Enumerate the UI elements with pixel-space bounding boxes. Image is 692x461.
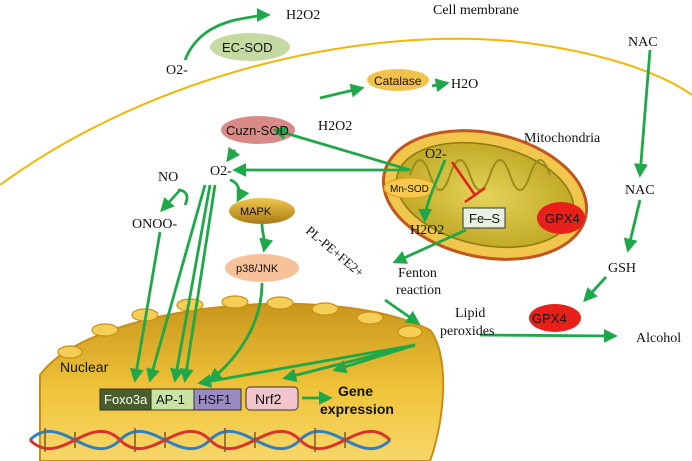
gene-label-2: expression <box>320 401 394 417</box>
ec-sod-label: EC-SOD <box>222 40 273 55</box>
h2o2-top-label: H2O2 <box>286 8 320 23</box>
nac-top-label: NAC <box>628 35 658 50</box>
o2-center-label: O2- <box>210 164 232 179</box>
mitochondria-label: Mitochondria <box>524 131 601 146</box>
fe-s-box <box>462 207 506 229</box>
pl-pe-label: PL-PE+FE2+ <box>303 223 367 280</box>
hsf1-label: HSF1 <box>198 392 231 407</box>
h2o-label: H2O <box>451 77 478 92</box>
nucleus <box>39 295 445 461</box>
mapk-label: MAPK <box>240 206 272 218</box>
no-label: NO <box>158 170 178 185</box>
gpx4-right-shape <box>529 304 581 332</box>
fenton-label-1: Fenton <box>398 266 437 281</box>
ap1-label: AP-1 <box>156 392 185 407</box>
gene-label-1: Gene <box>338 383 373 399</box>
h2o2-mid-label: H2O2 <box>318 119 352 134</box>
pathway-arrows <box>129 8 652 405</box>
gpx4-mito-shape <box>537 202 585 234</box>
labels: Cell membrane H2O2 EC-SOD O2- Catalase H… <box>60 3 681 417</box>
fenton-label-2: reaction <box>396 283 441 298</box>
mn-sod-shape <box>383 177 437 199</box>
gpx4-mito-label: GPX4 <box>545 211 580 226</box>
nrf2-box <box>245 386 299 411</box>
gpx4-right-label: GPX4 <box>532 311 567 326</box>
nrf2-label: Nrf2 <box>255 391 282 407</box>
p38-jnk-label: p38/JNK <box>236 263 279 275</box>
hsf1-box <box>193 388 242 411</box>
mn-sod-label: Mn-SOD <box>390 184 429 195</box>
o2-top-label: O2- <box>166 63 188 78</box>
mapk-shape <box>229 198 295 224</box>
cell-membrane-label: Cell membrane <box>433 3 519 18</box>
h2o2-mito-label: H2O2 <box>410 223 444 238</box>
o2-mito-label: O2- <box>425 147 447 162</box>
onoo-label: ONOO- <box>132 217 177 232</box>
catalase-shape <box>367 69 429 91</box>
cuzn-sod-label: Cuzn-SOD <box>226 123 289 138</box>
ec-sod-shape <box>210 33 290 61</box>
gsh-label: GSH <box>608 261 636 276</box>
catalase-label: Catalase <box>374 74 422 88</box>
inhibition-line <box>450 161 486 204</box>
nuclear-label: Nuclear <box>60 359 109 375</box>
p38-jnk-shape <box>225 254 299 282</box>
lipid-label-1: Lipid <box>455 306 485 321</box>
lipid-label-2: peroxides <box>440 324 494 339</box>
alcohol-label: Alcohol <box>636 331 681 346</box>
nac-mid-label: NAC <box>625 183 655 198</box>
fe-s-label: Fe–S <box>469 211 500 226</box>
cell-membrane-line <box>0 37 692 186</box>
foxo3a-label: Foxo3a <box>104 392 148 407</box>
dna-helix <box>28 428 392 452</box>
